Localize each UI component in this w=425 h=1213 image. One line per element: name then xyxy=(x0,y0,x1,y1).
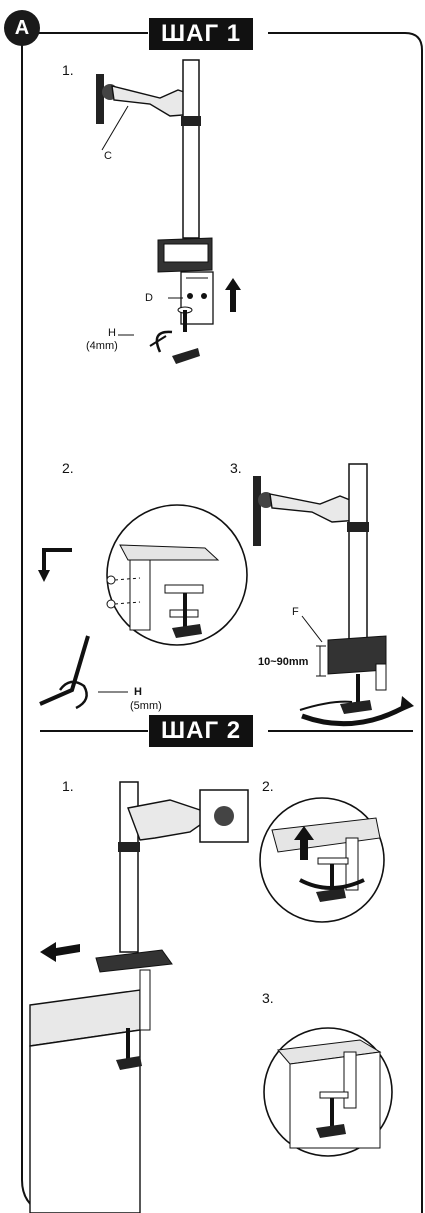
step2-sub3-number: 3. xyxy=(262,990,274,1006)
step2-sub1-number: 1. xyxy=(62,778,74,794)
label-h-5: H xyxy=(134,686,142,698)
step1-sub3-number: 3. xyxy=(230,460,242,476)
label-h-5-size: (5mm) xyxy=(130,700,162,712)
label-f: F xyxy=(292,606,299,618)
label-h-4: H xyxy=(108,327,116,339)
step1-sub2-number: 2. xyxy=(62,460,74,476)
step2-title: ШАГ 2 xyxy=(149,715,254,747)
step1-title: ШАГ 1 xyxy=(149,18,254,50)
section-badge: A xyxy=(4,10,40,46)
label-c: C xyxy=(104,150,112,162)
step1-sub1-number: 1. xyxy=(62,62,74,78)
label-range: 10~90mm xyxy=(258,656,309,668)
label-d: D xyxy=(145,292,153,304)
step2-sub2-number: 2. xyxy=(262,778,274,794)
label-h-4-size: (4mm) xyxy=(86,340,118,352)
